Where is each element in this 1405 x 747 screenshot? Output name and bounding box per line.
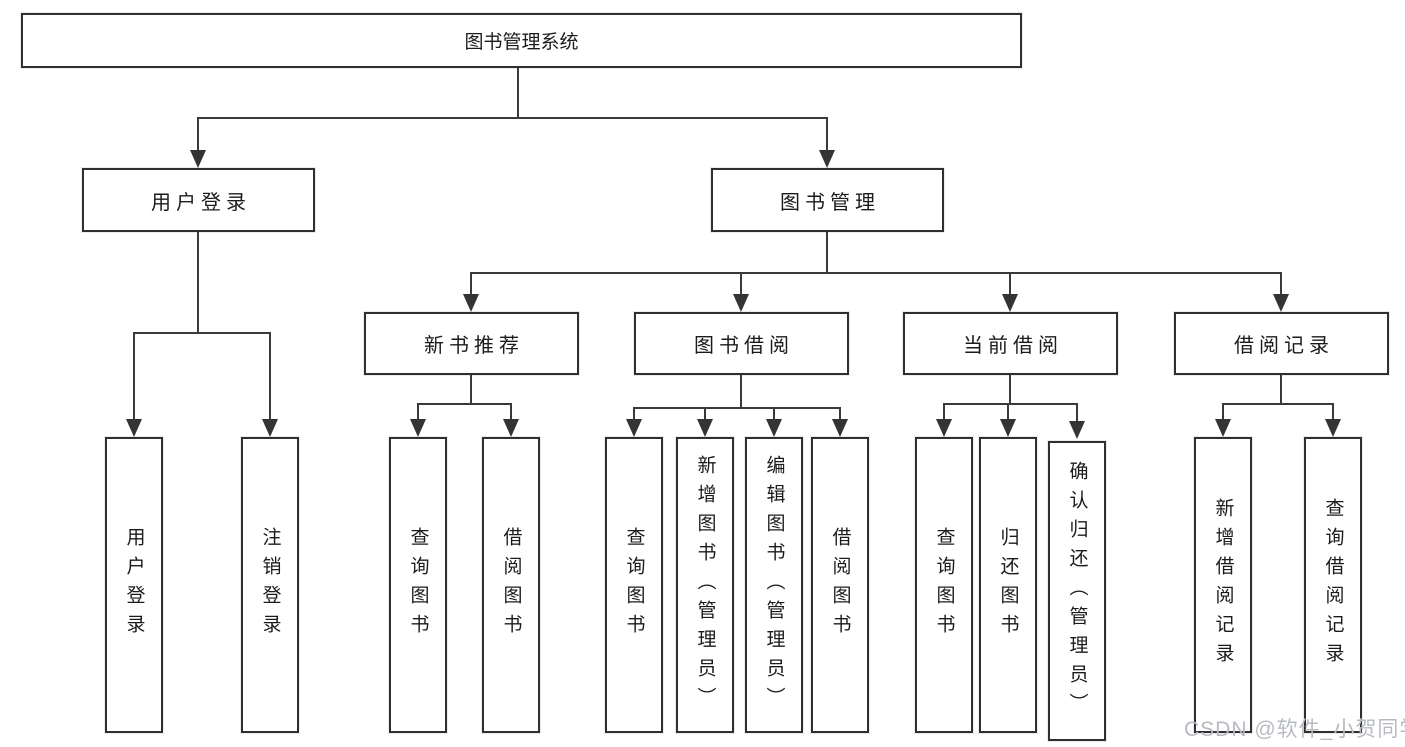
- leaf-borrow-books-1: 借阅图书: [482, 437, 540, 733]
- connector-drop-leaf-5: [704, 407, 706, 421]
- connector-root-hbar: [197, 117, 828, 119]
- arrowhead-leaf-5: [697, 419, 713, 437]
- connector-drop-leaf-12: [1332, 403, 1334, 421]
- connector-drop-leaf-3: [510, 403, 512, 421]
- connector-bookmgmt-hbar: [470, 272, 1281, 274]
- node-root: 图书管理系统: [21, 13, 1022, 68]
- leaf-query-books-2: 查询图书: [605, 437, 663, 733]
- leaf-edit-books-admin: 编辑图书（管理员）: [745, 437, 803, 733]
- node-borrow-records: 借阅记录: [1174, 312, 1389, 375]
- connector-curborrow-hbar: [943, 403, 1078, 405]
- arrowhead-leaf-0: [126, 419, 142, 437]
- arrowhead-leaf-2: [410, 419, 426, 437]
- leaf-logout: 注销登录: [241, 437, 299, 733]
- connector-bookborrow-hbar: [633, 407, 841, 409]
- connector-bookborrow-stub: [740, 375, 742, 408]
- arrowhead-leaf-11: [1215, 419, 1231, 437]
- leaf-add-books-admin: 新增图书（管理员）: [676, 437, 734, 733]
- connector-records-stub: [1280, 375, 1282, 404]
- connector-drop-leaf-8: [943, 403, 945, 421]
- leaf-user-login: 用户登录: [105, 437, 163, 733]
- arrowhead-user-login: [190, 150, 206, 168]
- arrowhead-leaf-9: [1000, 419, 1016, 437]
- arrowhead-leaf-3: [503, 419, 519, 437]
- node-current-borrow: 当前借阅: [903, 312, 1118, 375]
- connector-drop-leaf-4: [633, 407, 635, 421]
- arrowhead-leaf-7: [832, 419, 848, 437]
- leaf-add-borrow-record: 新增借阅记录: [1194, 437, 1252, 733]
- leaf-return-books: 归还图书: [979, 437, 1037, 733]
- connector-drop-user-login: [197, 117, 199, 152]
- arrowhead-records: [1273, 294, 1289, 312]
- leaf-query-borrow-record: 查询借阅记录: [1304, 437, 1362, 733]
- leaf-query-books-3: 查询图书: [915, 437, 973, 733]
- arrowhead-curborrow: [1002, 294, 1018, 312]
- arrowhead-leaf-12: [1325, 419, 1341, 437]
- connector-drop-leaf-11: [1222, 403, 1224, 421]
- arrowhead-leaf-1: [262, 419, 278, 437]
- connector-bookmgmt-stub: [826, 232, 828, 273]
- connector-userlogin-hbar: [133, 332, 271, 334]
- connector-drop-book-mgmt: [826, 117, 828, 152]
- connector-drop-curborrow: [1009, 272, 1011, 296]
- connector-records-hbar: [1222, 403, 1334, 405]
- leaf-query-books-1: 查询图书: [389, 437, 447, 733]
- node-book-borrow: 图书借阅: [634, 312, 849, 375]
- connector-drop-leaf-7: [839, 407, 841, 421]
- csdn-watermark: CSDN @软件_小贺同学: [1184, 718, 1405, 741]
- connector-root-stub: [517, 68, 519, 118]
- connector-drop-leaf-10: [1076, 403, 1078, 421]
- connector-drop-bookborrow: [740, 272, 742, 296]
- node-book-management: 图书管理: [711, 168, 944, 232]
- connector-drop-leaf-1: [269, 332, 271, 421]
- connector-curborrow-stub: [1009, 375, 1011, 404]
- connector-drop-newbook: [470, 272, 472, 296]
- node-new-book-recommend: 新书推荐: [364, 312, 579, 375]
- arrowhead-leaf-4: [626, 419, 642, 437]
- arrowhead-leaf-6: [766, 419, 782, 437]
- arrowhead-book-mgmt: [819, 150, 835, 168]
- arrowhead-newbook: [463, 294, 479, 312]
- connector-newbook-stub: [470, 375, 472, 404]
- leaf-confirm-return-admin: 确认归还（管理员）: [1048, 441, 1106, 741]
- connector-drop-leaf-2: [417, 403, 419, 421]
- arrowhead-leaf-10: [1069, 421, 1085, 439]
- connector-drop-leaf-0: [133, 332, 135, 421]
- node-user-login: 用户登录: [82, 168, 315, 232]
- connector-userlogin-stub: [197, 232, 199, 333]
- arrowhead-leaf-8: [936, 419, 952, 437]
- connector-drop-leaf-6: [773, 407, 775, 421]
- leaf-borrow-books-2: 借阅图书: [811, 437, 869, 733]
- connector-drop-records: [1280, 272, 1282, 296]
- connector-newbook-hbar: [417, 403, 512, 405]
- connector-drop-leaf-9: [1007, 403, 1009, 421]
- arrowhead-bookborrow: [733, 294, 749, 312]
